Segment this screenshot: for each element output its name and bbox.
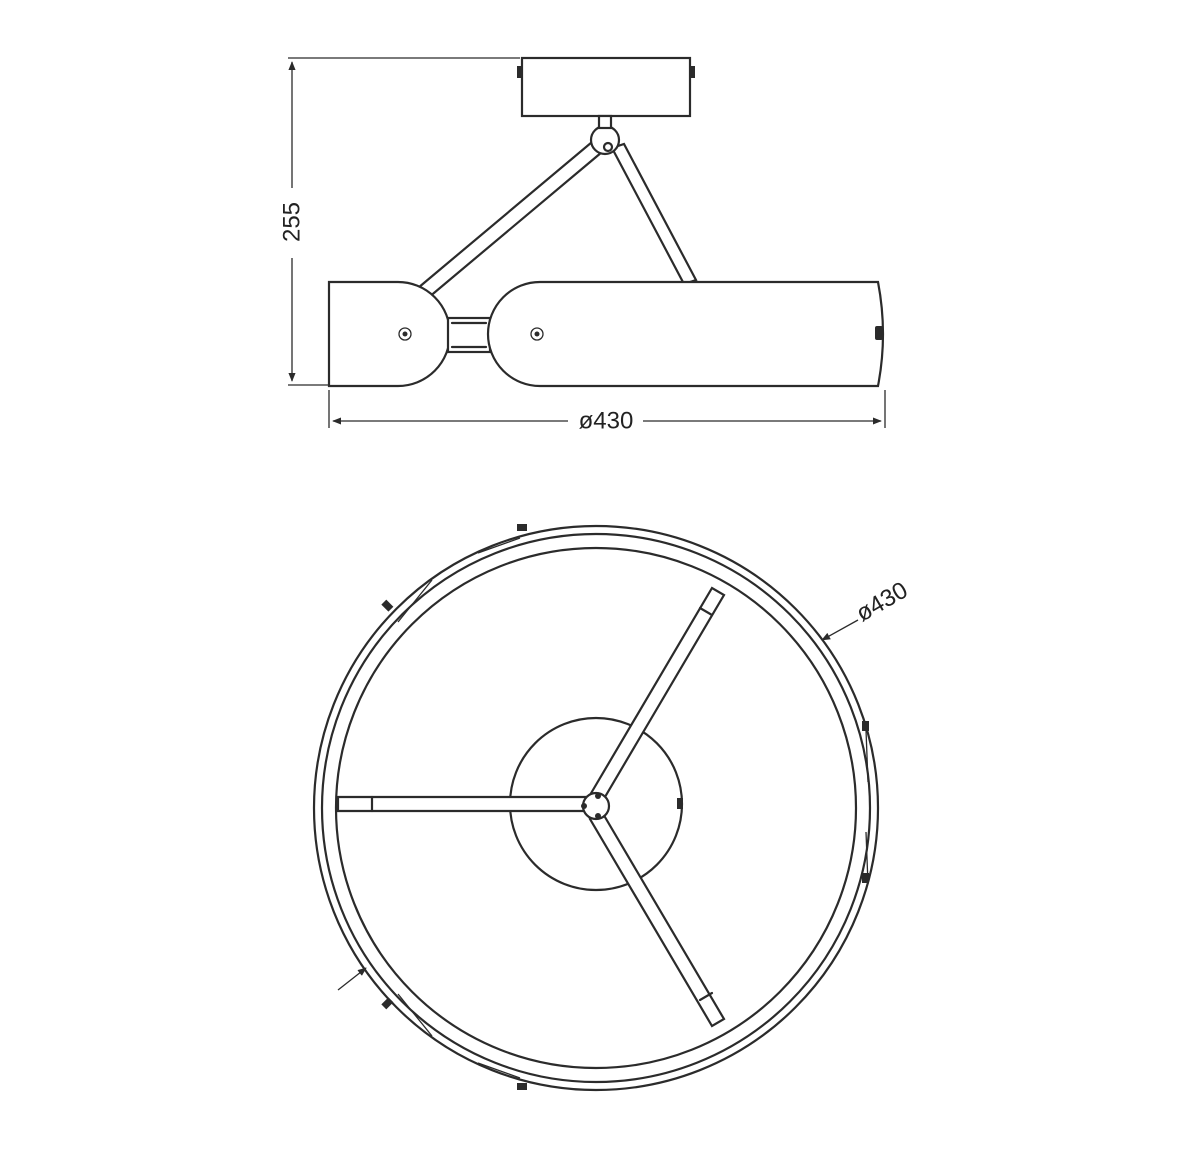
canopy-body — [520, 56, 692, 118]
arm-left — [416, 140, 604, 300]
outer-ring-outer-edge — [312, 524, 880, 1092]
spokes — [336, 586, 726, 1028]
arm-stem — [597, 114, 613, 130]
right-head-screw — [530, 327, 544, 341]
side-view: 255 — [279, 56, 886, 435]
diameter-label: ø430 — [852, 577, 913, 628]
arm-joint-pin — [602, 141, 614, 153]
arm-right — [610, 142, 698, 286]
height-label: 255 — [279, 202, 306, 242]
right-head-end-screw — [875, 326, 883, 340]
diameter-arrow-bottom — [337, 967, 367, 991]
ring-clips — [381, 524, 869, 1090]
right-head-body — [486, 280, 885, 388]
head-connector — [446, 316, 492, 354]
canopy-screw-left — [517, 66, 523, 78]
center-canopy-screw — [677, 798, 683, 809]
support-arms — [416, 114, 698, 300]
left-lamp-head — [327, 280, 452, 388]
ceiling-canopy — [517, 56, 695, 118]
right-lamp-head — [486, 280, 885, 388]
left-head-body — [327, 280, 452, 388]
width-dimension: ø430 — [328, 390, 886, 435]
outer-ring-inner-edge — [320, 532, 872, 1084]
canopy-screw-right — [689, 66, 695, 78]
spoke-left — [336, 795, 588, 813]
diameter-arrow-top — [821, 619, 859, 641]
left-head-screw — [398, 327, 412, 341]
width-label: ø430 — [579, 408, 634, 435]
inner-ring — [334, 546, 858, 1070]
top-view: ø430 — [312, 524, 913, 1092]
height-dimension: 255 — [279, 57, 520, 386]
